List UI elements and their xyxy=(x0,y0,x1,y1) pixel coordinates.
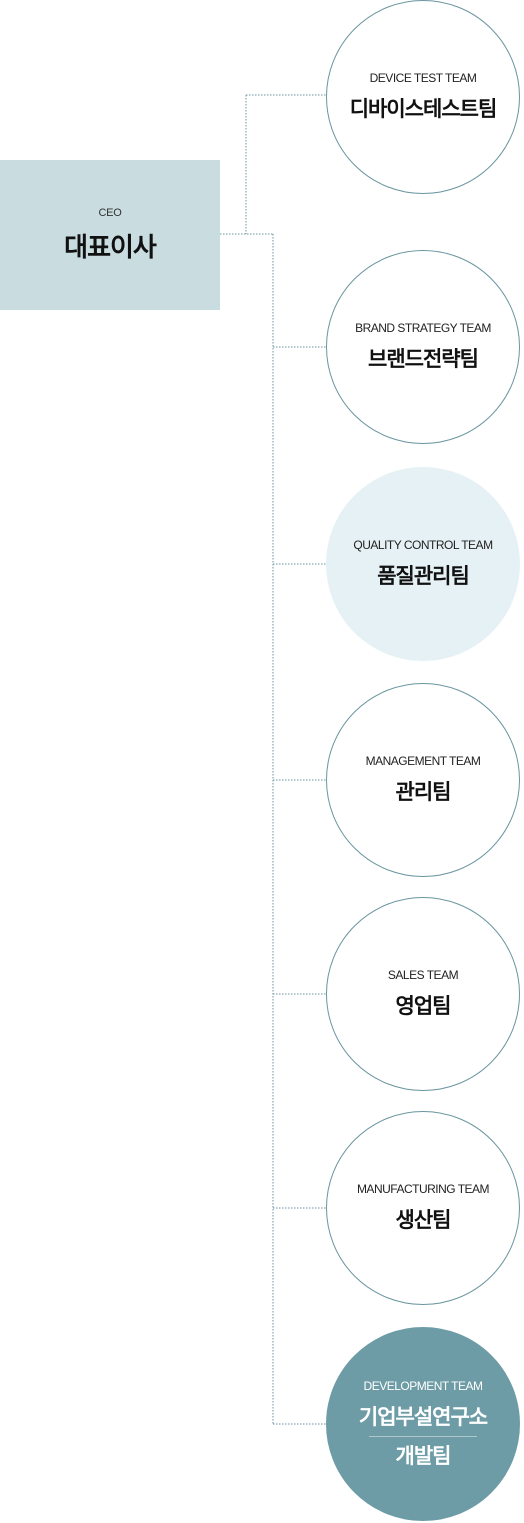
team-management: MANAGEMENT TEAM 관리팀 xyxy=(326,683,520,877)
ceo-box: CEO 대표이사 xyxy=(0,160,220,310)
team-name-ko-line2: 개발팀 xyxy=(395,1443,452,1468)
team-name-en: DEVELOPMENT TEAM xyxy=(363,1378,483,1393)
ceo-title-ko: 대표이사 xyxy=(64,232,157,263)
ceo-title-en: CEO xyxy=(98,206,122,219)
team-name-ko: 생산팀 xyxy=(395,1208,452,1232)
team-device-test: DEVICE TEST TEAM 디바이스테스트팀 xyxy=(326,0,520,194)
team-name-en: BRAND STRATEGY TEAM xyxy=(355,321,491,335)
team-name-en: DEVICE TEST TEAM xyxy=(369,71,477,85)
team-name-en: SALES TEAM xyxy=(387,968,459,982)
team-name-ko: 관리팀 xyxy=(395,780,452,804)
team-name-ko: 디바이스테스트팀 xyxy=(349,97,498,121)
team-name-ko-line1: 기업부설연구소 xyxy=(358,1404,488,1429)
team-name-en: MANUFACTURING TEAM xyxy=(356,1182,490,1196)
team-name-ko: 브랜드전략팀 xyxy=(368,347,479,371)
team-brand-strategy: BRAND STRATEGY TEAM 브랜드전략팀 xyxy=(326,250,520,444)
team-name-en: QUALITY CONTROL TEAM xyxy=(353,538,493,552)
team-quality-control: QUALITY CONTROL TEAM 품질관리팀 xyxy=(326,467,520,661)
team-name-ko: 품질관리팀 xyxy=(377,564,470,588)
team-manufacturing: MANUFACTURING TEAM 생산팀 xyxy=(326,1111,520,1305)
team-name-en: MANAGEMENT TEAM xyxy=(365,754,481,768)
team-sales: SALES TEAM 영업팀 xyxy=(326,897,520,1091)
team-development: DEVELOPMENT TEAM 기업부설연구소 개발팀 xyxy=(326,1327,520,1521)
team-name-ko: 영업팀 xyxy=(395,994,452,1018)
team-name-divider xyxy=(369,1435,477,1437)
